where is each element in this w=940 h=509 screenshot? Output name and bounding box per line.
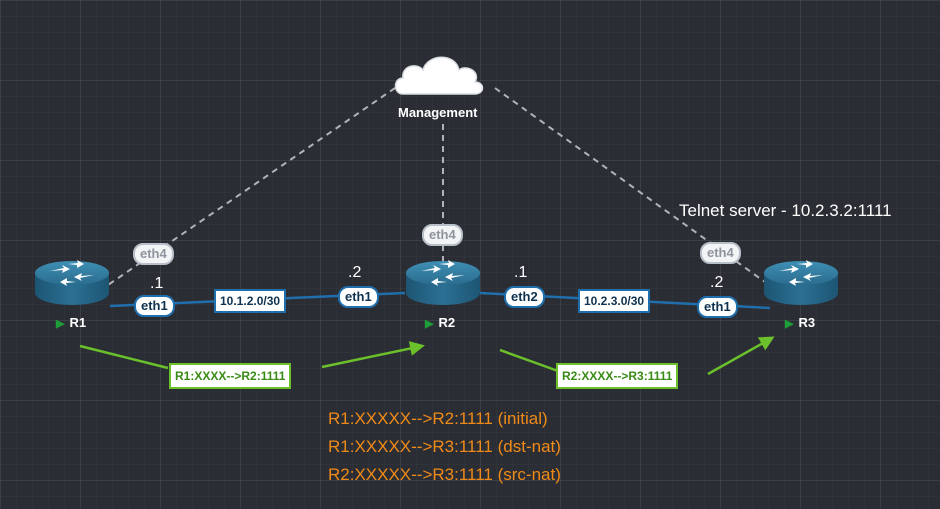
- r1-eth1-ip: .1: [150, 275, 164, 292]
- cloud-icon: [394, 56, 484, 95]
- play-icon[interactable]: ▶: [56, 318, 65, 330]
- r2-eth2-ip: .1: [514, 264, 528, 281]
- r2-eth4-label[interactable]: eth4: [422, 224, 463, 246]
- router-r1-name[interactable]: ▶ R1: [56, 315, 86, 330]
- r3-eth4-label[interactable]: eth4: [700, 242, 741, 264]
- r1-eth1-label[interactable]: eth1: [134, 295, 175, 317]
- flow-arrow-r2-r3-curve: [499, 338, 772, 376]
- flow-label-r1-r2: R1:XXXX-->R2:1111: [169, 363, 292, 389]
- router-r3-name[interactable]: ▶ R3: [785, 315, 815, 330]
- router-r1-label: R1: [69, 315, 87, 330]
- router-icon[interactable]: [35, 260, 109, 305]
- play-icon[interactable]: ▶: [785, 318, 794, 330]
- router-r3-label: R3: [798, 315, 816, 330]
- router-icon[interactable]: [764, 260, 838, 305]
- r1-eth4-label[interactable]: eth4: [133, 243, 174, 265]
- r3-eth1-label[interactable]: eth1: [697, 296, 738, 318]
- note-initial: R1:XXXXX-->R2:1111 (initial): [328, 409, 548, 428]
- network-link2: 10.2.3.0/30: [578, 289, 651, 313]
- r2-eth2-label[interactable]: eth2: [504, 286, 545, 308]
- telnet-server-label: Telnet server - 10.2.3.2:1111: [679, 201, 892, 220]
- network-link1: 10.1.2.0/30: [214, 289, 287, 313]
- play-icon[interactable]: ▶: [425, 318, 434, 330]
- note-dst-nat: R1:XXXXX-->R3:1111 (dst-nat): [328, 437, 561, 456]
- note-src-nat: R2:XXXXX-->R3:1111 (src-nat): [328, 465, 561, 484]
- router-r2-label: R2: [438, 315, 456, 330]
- router-icon[interactable]: [406, 260, 480, 305]
- r2-eth1-label[interactable]: eth1: [338, 286, 379, 308]
- flow-label-r2-r3: R2:XXXX-->R3:1111: [556, 363, 679, 389]
- cloud-label: Management: [398, 105, 478, 120]
- r2-eth1-ip: .2: [348, 264, 362, 281]
- flow-arrow-r1-r2-curve: [79, 346, 422, 370]
- router-r2-name[interactable]: ▶ R2: [425, 315, 455, 330]
- r3-eth1-ip: .2: [710, 274, 724, 291]
